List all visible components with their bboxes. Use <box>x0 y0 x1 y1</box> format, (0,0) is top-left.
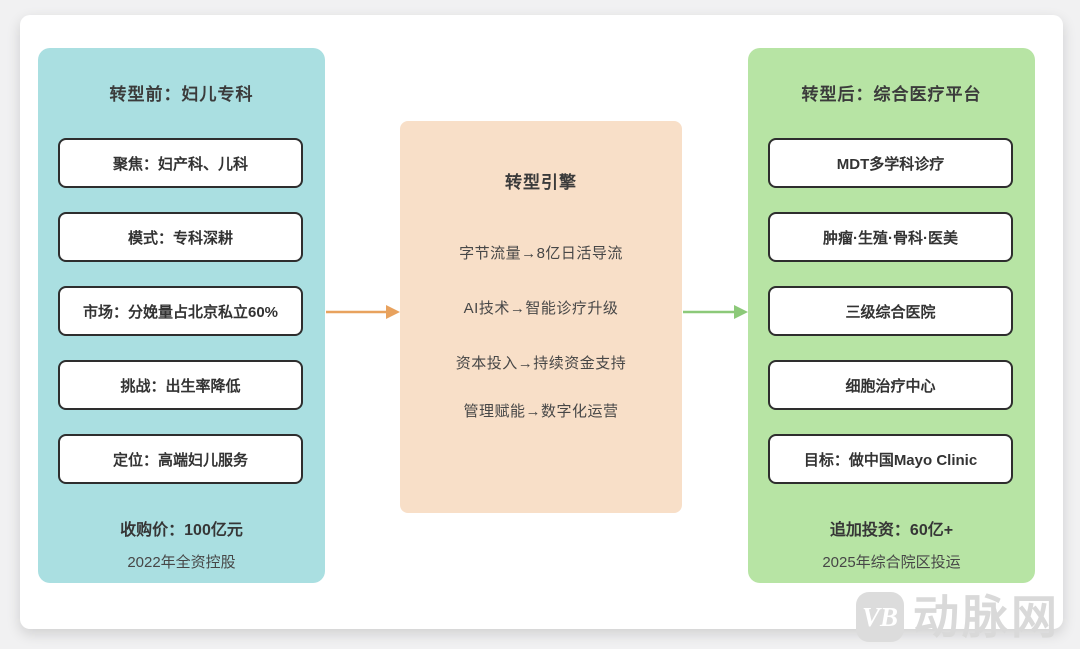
engine-item-traffic: 字节流量→8亿日活导流 <box>459 245 623 262</box>
before-acquisition-price: 收购价：100亿元 <box>120 522 243 539</box>
engine-item-ai: AI技术→智能诊疗升级 <box>463 300 619 317</box>
after-item-tertiary-hospital: 三级综合医院 <box>768 286 1013 336</box>
engine-item-capital: 资本投入→持续资金支持 <box>455 355 627 372</box>
before-item-positioning: 定位：高端妇儿服务 <box>58 434 303 484</box>
after-item-goal: 目标：做中国Mayo Clinic <box>768 434 1013 484</box>
panel-after-title: 转型后：综合医疗平台 <box>801 85 982 104</box>
arrow-center-to-right-icon <box>683 305 748 319</box>
vb-logo-icon: VB <box>856 592 904 642</box>
after-item-mdt: MDT多学科诊疗 <box>768 138 1013 188</box>
after-operation-year: 2025年综合院区投运 <box>822 554 961 571</box>
engine-title: 转型引擎 <box>505 173 577 192</box>
watermark: VB 动脉网 <box>856 592 1060 642</box>
arrow-left-to-center-icon <box>326 305 400 319</box>
panel-after-transformation: 转型后：综合医疗平台 MDT多学科诊疗 肿瘤·生殖·骨科·医美 三级综合医院 细… <box>748 48 1035 583</box>
before-item-focus: 聚焦：妇产科、儿科 <box>58 138 303 188</box>
after-additional-investment: 追加投资：60亿+ <box>829 522 954 539</box>
panel-transformation-engine: 转型引擎 字节流量→8亿日活导流 AI技术→智能诊疗升级 资本投入→持续资金支持… <box>400 121 682 513</box>
before-item-market: 市场：分娩量占北京私立60% <box>58 286 303 336</box>
engine-item-management: 管理赋能→数字化运营 <box>463 403 619 420</box>
watermark-site-name: 动脉网 <box>913 591 1060 643</box>
panel-before-transformation: 转型前：妇儿专科 聚焦：妇产科、儿科 模式：专科深耕 市场：分娩量占北京私立60… <box>38 48 325 583</box>
before-item-model: 模式：专科深耕 <box>58 212 303 262</box>
panel-before-title: 转型前：妇儿专科 <box>109 85 254 104</box>
before-acquisition-year: 2022年全资控股 <box>127 554 236 571</box>
after-item-cell-therapy: 细胞治疗中心 <box>768 360 1013 410</box>
before-item-challenge: 挑战：出生率降低 <box>58 360 303 410</box>
after-item-departments: 肿瘤·生殖·骨科·医美 <box>768 212 1013 262</box>
